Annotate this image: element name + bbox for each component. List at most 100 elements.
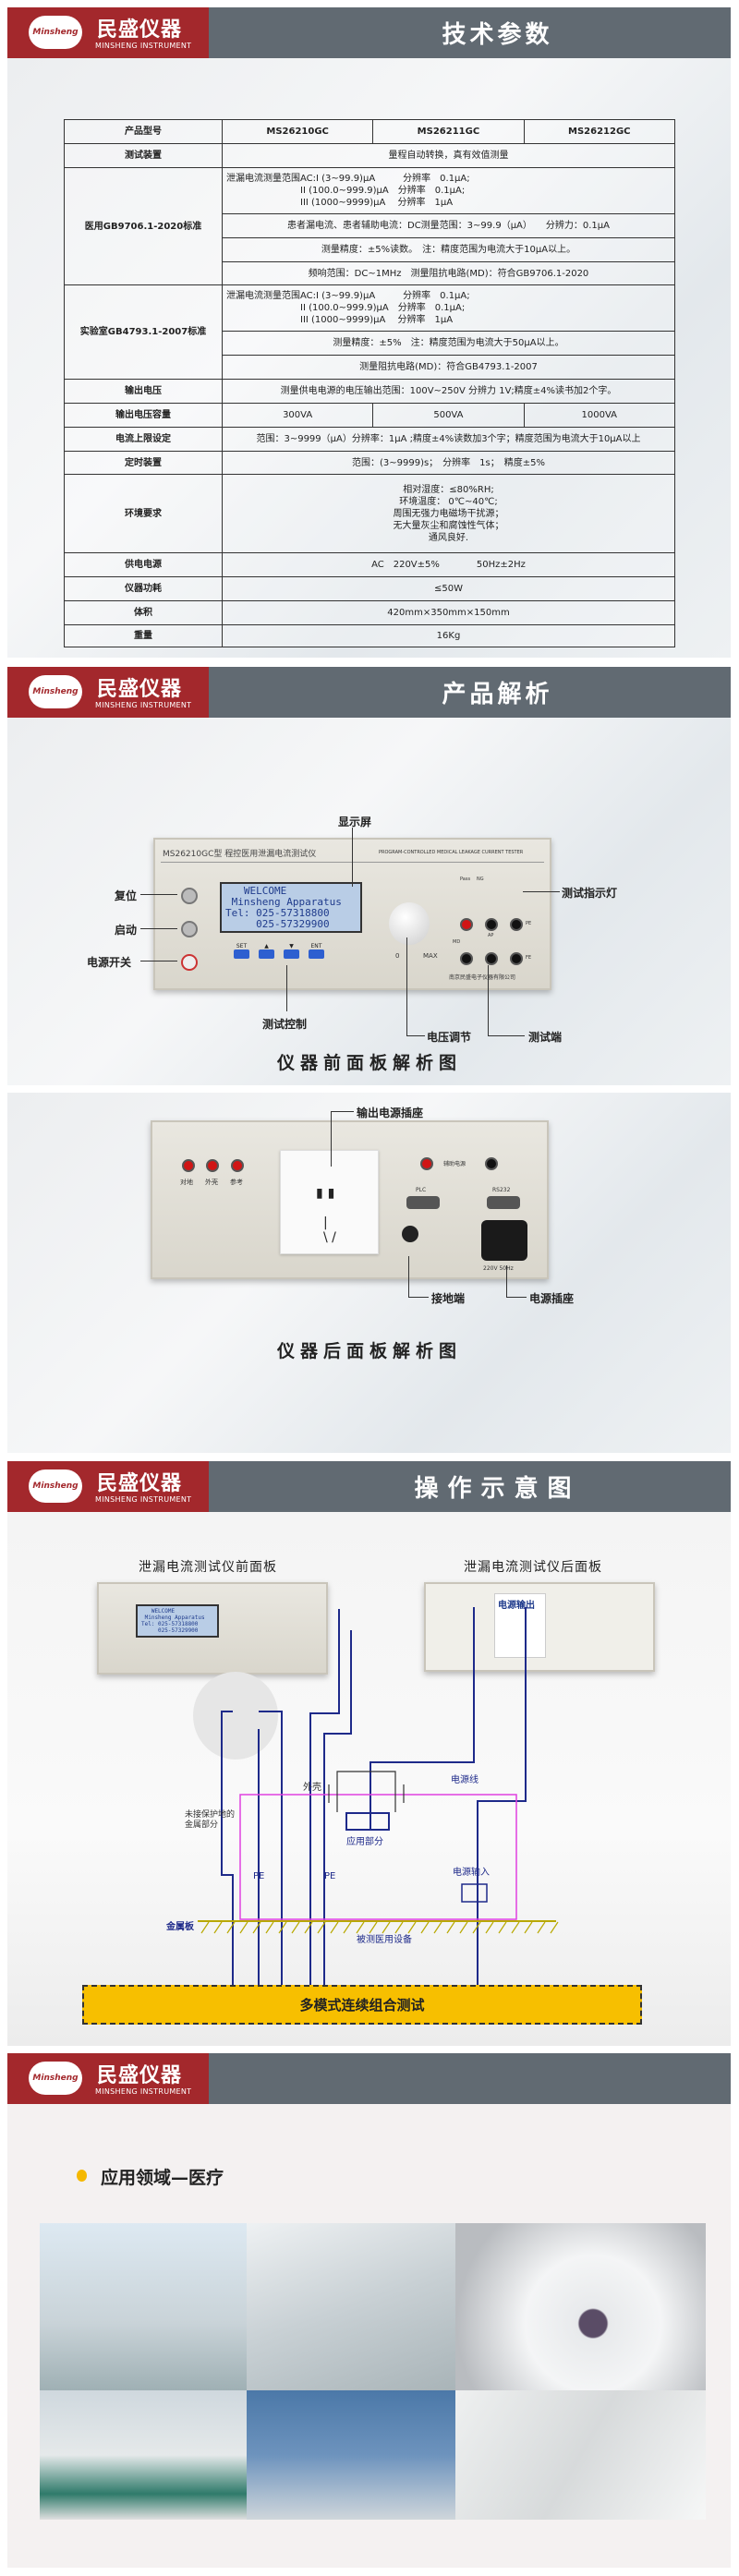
reset-button[interactable] [181, 888, 198, 904]
fe-terminal[interactable] [510, 952, 523, 965]
voltage-knob[interactable] [389, 902, 430, 945]
ground-hatch [550, 1921, 559, 1934]
table-row: 测量阻抗电路(MD)：符合GB4793.1-2007 [65, 355, 675, 380]
table-row: 频响范围：DC~1MHz 测量阻抗电路(MD)：符合GB9706.1-2020 [65, 261, 675, 285]
table-row: 定时装置范围：(3~9999)s； 分辨率 1s； 精度±5% [64, 451, 675, 475]
pe-terminal[interactable] [510, 918, 523, 931]
brand-logo: Minsheng [29, 1469, 82, 1503]
aux-jack[interactable] [485, 1157, 498, 1170]
terminal[interactable] [485, 952, 498, 965]
ent-label: ENT [310, 943, 322, 949]
diagram-front-title: 泄漏电流测试仪前面板 [139, 1560, 277, 1575]
ground-terminal[interactable] [402, 1226, 418, 1242]
diagram-rear-title: 泄漏电流测试仪后面板 [464, 1560, 602, 1575]
value-line: 测量阻抗电路(MD)：符合GB4793.1-2007 [359, 362, 538, 372]
ground-hatch [537, 1921, 546, 1934]
ground-hatch [226, 1921, 236, 1934]
value-line: 16Kg [436, 631, 461, 641]
value-line: III (1000~9999)μA 分辨率 1μA [226, 315, 454, 325]
label-pe: PE [324, 1871, 336, 1881]
callout-voltage: 电压调节 [427, 1031, 472, 1044]
photo-operating-room [40, 2223, 247, 2390]
ground-hatch [511, 1921, 520, 1934]
row-label: 输出电压容量 [64, 403, 223, 428]
value-line: 测量精度：±5% 注：精度范围为电流大于50μA以上。 [333, 338, 564, 348]
rs232-port[interactable] [487, 1196, 520, 1209]
model-cell: MS26210GC [221, 119, 374, 144]
ap-terminal[interactable] [485, 918, 498, 931]
shell-jack[interactable] [206, 1159, 219, 1172]
terminal[interactable] [460, 952, 473, 965]
power-switch[interactable] [181, 954, 198, 971]
row-value: 泄漏电流测量范围AC:I (3~99.9)μA 分辨率 0.1μA; II (1… [222, 167, 675, 214]
power-rating-label: 220V 50Hz [483, 1265, 514, 1272]
value-line: 泄漏电流测量范围AC:I (3~99.9)μA 分辨率 0.1μA; [226, 291, 470, 301]
pass-indicator-label: Pass [460, 877, 471, 882]
brand-name: 民盛仪器 [97, 18, 183, 42]
ground-hatch [485, 1921, 494, 1934]
row-value: 500VA [372, 403, 525, 428]
brand-logo: Minsheng [29, 675, 82, 708]
value-line: 泄漏电流测量范围AC:I (3~99.9)μA 分辨率 0.1μA; [226, 174, 470, 184]
table-row: 测量精度：±5% 注：精度范围为电流大于50μA以上。 [65, 331, 675, 356]
set-label: SET [236, 943, 248, 949]
photo-surgery-room [247, 2390, 455, 2520]
bullet-icon [77, 2170, 87, 2182]
table-row: 电流上限设定范围：3~9999（μA）分辨率：1μA ;精度±4%读数加3个字；… [64, 427, 675, 452]
ground-jack[interactable] [182, 1159, 195, 1172]
jack-label: 对地 [180, 1179, 193, 1186]
value-line: 420mm×350mm×150mm [387, 608, 510, 618]
ref-jack[interactable] [231, 1159, 244, 1172]
aux-label: 辅助电源 [443, 1161, 466, 1167]
rear-panel-instrument: 对地 外壳 参考 ▮ ▮| \ / 辅助电源 PLC RS232 220V 50… [151, 1120, 549, 1279]
ground-hatch [343, 1921, 352, 1934]
plc-port[interactable] [406, 1196, 440, 1209]
ground-hatch [472, 1921, 481, 1934]
label-pe: PE [253, 1871, 265, 1881]
row-label: 实验室GB4793.1-2007标准 [64, 284, 223, 380]
label-metal-plate: 金属板 [166, 1922, 194, 1932]
down-label: ▼ [289, 943, 294, 949]
value-line: II (100.0~999.9)μA 分辨率 0.1μA; [226, 303, 466, 313]
row-value: 测量供电电源的电压输出范围：100V~250V 分辨力 1V;精度±4%读书加2… [222, 379, 675, 404]
ap-label: AP [488, 933, 494, 938]
output-power-outlet[interactable]: ▮ ▮| \ / [280, 1150, 379, 1254]
photo-ct-scanner [455, 2223, 706, 2390]
knob-max-label: MAX [423, 952, 438, 960]
diagram-lcd: WELCOME Minsheng Apparatus Tel: 025-5731… [136, 1604, 219, 1638]
ent-button[interactable] [309, 949, 324, 959]
brand-logo: Minsheng [29, 16, 82, 49]
table-row: 测量精度：±5%读数。 注：精度范围为电流大于10μA以上。 [65, 237, 675, 262]
callout-start: 启动 [115, 924, 138, 937]
row-label: 重量 [64, 624, 223, 647]
jack-label: 外壳 [205, 1179, 218, 1186]
value-line: ≤50W [434, 584, 463, 594]
callout-terminal: 测试端 [528, 1031, 563, 1044]
callout-indicator: 测试指示灯 [562, 887, 618, 900]
power-socket[interactable] [481, 1220, 527, 1261]
table-row: 重量 16Kg [64, 624, 675, 647]
down-button[interactable] [284, 949, 299, 959]
value-line: II (100.0~999.9)μA 分辨率 0.1μA; [226, 186, 466, 196]
table-row: 患者漏电流、患者辅助电流：DC测量范围：3~99.9（μA） 分辨力：0.1μA [65, 213, 675, 238]
start-button[interactable] [181, 921, 198, 937]
md-label: MD [453, 939, 461, 945]
aux-jack[interactable] [420, 1157, 433, 1170]
up-button[interactable] [259, 949, 274, 959]
model-cell: MS26211GC [372, 119, 525, 144]
value-line: 测量精度：±5%读数。 注：精度范围为电流大于10μA以上。 [321, 245, 576, 255]
brand-en: MINSHENG INSTRUMENT [95, 42, 192, 50]
row-value: 患者漏电流、患者辅助电流：DC测量范围：3~99.9（μA） 分辨力：0.1μA [222, 213, 675, 238]
callout-display: 显示屏 [338, 816, 372, 828]
table-row: 输出电压测量供电电源的电压输出范围：100V~250V 分辨力 1V;精度±4%… [64, 379, 675, 404]
md-terminal[interactable] [460, 918, 473, 931]
knob-min-label: 0 [395, 952, 400, 960]
ground-hatch [356, 1921, 365, 1934]
value-line: 范围：3~9999（μA）分辨率：1μA ;精度±4%读数加3个字；精度范围为电… [256, 434, 641, 444]
set-button[interactable] [234, 949, 249, 959]
